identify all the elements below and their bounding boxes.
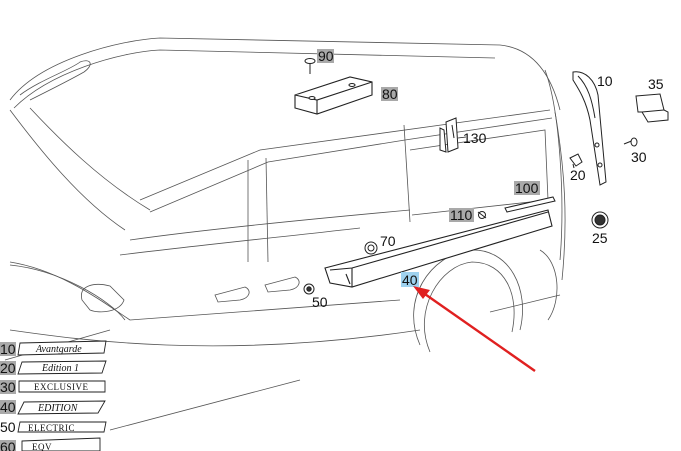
callout-90: 90	[318, 48, 334, 64]
part-90-screw	[304, 58, 316, 74]
callout-35: 35	[648, 76, 664, 92]
callout-80: 80	[382, 86, 398, 102]
badge-number: 40	[0, 399, 16, 415]
part-40-side-molding	[324, 209, 553, 288]
vehicle-outline	[4, 37, 566, 431]
callout-25: 25	[592, 230, 608, 246]
callouts: 90 80 130 10 35 30 20 100 110 25 70 40 5…	[312, 48, 664, 310]
badge-text: Avantgarde	[35, 344, 82, 355]
badge-text: EQV	[32, 442, 52, 451]
badge-text: EXCLUSIVE	[34, 382, 89, 392]
callout-110: 110	[450, 207, 473, 223]
part-25-grommet	[591, 211, 609, 229]
callout-20: 20	[570, 167, 586, 183]
badge-number: 60	[0, 439, 16, 451]
part-50-clip	[303, 283, 315, 295]
callout-30: 30	[631, 149, 647, 165]
badge-text: EDITION	[37, 403, 79, 414]
part-20-clip	[569, 153, 583, 169]
badge-text: ELECTRIC	[28, 423, 75, 433]
badge-list: 10 Avantgarde 20 Edition 1 30 EXCLUSIVE …	[0, 340, 107, 451]
callout-40: 40	[402, 272, 418, 288]
part-70-clip	[364, 241, 378, 255]
part-110-clip	[477, 211, 487, 219]
callout-130: 130	[463, 130, 487, 146]
callout-100: 100	[515, 180, 539, 196]
part-10-pillar-trim	[572, 71, 607, 186]
badge-number: 20	[0, 360, 16, 376]
part-130-clip	[439, 117, 459, 153]
badge-number: 10	[0, 341, 16, 357]
callout-50: 50	[312, 294, 328, 310]
callout-70: 70	[380, 233, 396, 249]
part-35-bracket	[635, 93, 669, 123]
badge-number: 30	[0, 379, 16, 395]
red-arrow-icon	[413, 286, 536, 372]
badge-number: 50	[0, 419, 16, 435]
part-100-strip	[504, 196, 556, 213]
part-30-screw	[623, 137, 638, 147]
part-80-block	[294, 76, 373, 115]
callout-10: 10	[597, 73, 613, 89]
badge-text: Edition 1	[41, 363, 79, 374]
